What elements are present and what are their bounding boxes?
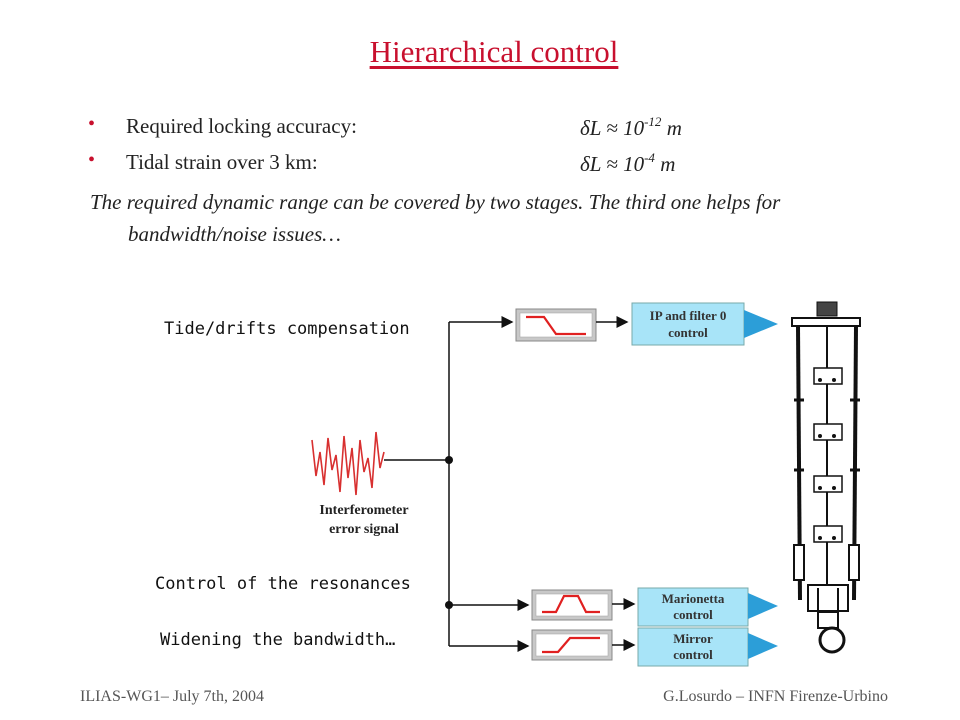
bullet-list: • Required locking accuracy: δL ≈ 10-12 … (88, 112, 788, 182)
formula-exponent: -4 (644, 150, 655, 165)
bullet-item: • Tidal strain over 3 km: δL ≈ 10-4 m (88, 148, 788, 178)
suspension-chain-icon (791, 301, 861, 654)
bullet-item: • Required locking accuracy: δL ≈ 10-12 … (88, 112, 788, 142)
tide-compensation-label: Tide/drifts compensation (164, 319, 410, 339)
paragraph-line: bandwidth/noise issues… (128, 222, 341, 246)
band-pass-filter-icon (531, 589, 613, 621)
paragraph-line: The required dynamic range can be covere… (90, 190, 781, 214)
bullet-formula: δL ≈ 10-12 m (580, 114, 682, 141)
bullet-formula: δL ≈ 10-4 m (580, 150, 675, 177)
marionetta-control-box: Marionetta control (637, 587, 778, 627)
bullet-label: Required locking accuracy: (126, 114, 357, 138)
bullet-marker: • (88, 149, 96, 171)
high-pass-filter-icon (531, 629, 613, 661)
control-box-text: IP and filter 0 (650, 308, 727, 323)
resonance-control-label: Control of the resonances (155, 574, 411, 594)
control-box-text: Mirror (673, 631, 713, 646)
bandwidth-widening-label: Widening the bandwidth… (160, 630, 396, 650)
control-box-text: control (668, 325, 708, 340)
formula-base: δL ≈ 10 (580, 116, 645, 140)
formula-unit: m (654, 152, 676, 176)
footer-right: G.Losurdo – INFN Firenze-Urbino (663, 688, 888, 705)
control-box-text: control (673, 647, 713, 662)
signal-label-line: error signal (329, 522, 399, 537)
slide-title: Hierarchical control (369, 34, 619, 69)
summary-paragraph: The required dynamic range can be covere… (90, 186, 910, 250)
bullet-marker: • (88, 113, 96, 135)
control-box-text: control (673, 607, 713, 622)
formula-base: δL ≈ 10 (580, 152, 645, 176)
footer-left: ILIAS-WG1– July 7th, 2004 (80, 688, 264, 705)
ip-filter0-control-box: IP and filter 0 control (631, 302, 778, 346)
formula-unit: m (661, 116, 682, 140)
mirror-control-box: Mirror control (637, 627, 778, 667)
bullet-label: Tidal strain over 3 km: (126, 150, 318, 174)
control-box-text: Marionetta (662, 591, 725, 606)
low-pass-filter-icon (515, 308, 597, 342)
signal-label-line: Interferometer (319, 503, 408, 518)
error-signal-waveform (311, 431, 385, 496)
formula-exponent: -12 (644, 114, 662, 129)
